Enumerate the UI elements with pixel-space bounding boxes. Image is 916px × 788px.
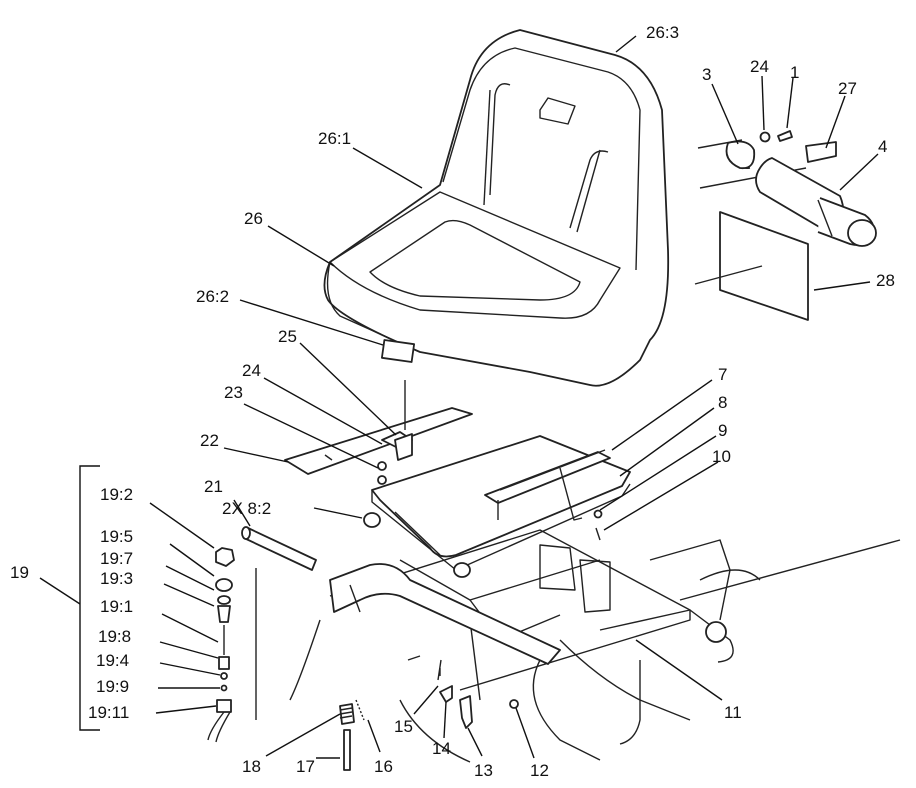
callout-26: 26 — [244, 209, 263, 228]
seat-cushion — [329, 191, 621, 319]
pin-16 — [355, 699, 365, 721]
decal-27 — [805, 141, 837, 163]
seat-backrest — [323, 29, 670, 387]
callout-24-mid: 24 — [242, 361, 261, 380]
callout-21: 21 — [204, 477, 223, 496]
callout-24-top: 24 — [750, 57, 769, 76]
callout-19-5: 19:5 — [100, 527, 133, 546]
decal-28 — [719, 211, 809, 321]
callout-16: 16 — [374, 757, 393, 776]
screw-1 — [777, 130, 793, 142]
callout-17: 17 — [296, 757, 315, 776]
washer-24 — [759, 131, 771, 143]
callout-3: 3 — [702, 65, 711, 84]
callout-13: 13 — [474, 761, 493, 780]
seat-assembly — [323, 29, 670, 387]
lower-hardware — [339, 655, 519, 771]
callout-1: 1 — [790, 63, 799, 82]
bolt-14 — [439, 685, 453, 703]
callout-2x-8-2: 2X 8:2 — [222, 499, 271, 518]
callout-9: 9 — [718, 421, 727, 440]
bushing-8-2 — [363, 512, 381, 528]
callout-15: 15 — [394, 717, 413, 736]
callout-8: 8 — [718, 393, 727, 412]
rod-21 — [243, 527, 317, 571]
callout-12: 12 — [530, 761, 549, 780]
callout-19-7: 19:7 — [100, 549, 133, 568]
callout-4: 4 — [878, 137, 887, 156]
callout-labels: 26:3 3 24 1 27 4 26:1 26 28 26:2 25 24 2… — [10, 23, 895, 780]
callout-19-2: 19:2 — [100, 485, 133, 504]
pin-17 — [343, 729, 351, 771]
seat-switch-19 — [207, 547, 257, 743]
callout-19: 19 — [10, 563, 29, 582]
callout-19-4: 19:4 — [96, 651, 129, 670]
callout-19-11: 19:11 — [88, 703, 129, 722]
callout-26-2: 26:2 — [196, 287, 229, 306]
callout-28: 28 — [876, 271, 895, 290]
callout-26-3: 26:3 — [646, 23, 679, 42]
callout-25: 25 — [278, 327, 297, 346]
seat-plate-group — [284, 380, 631, 578]
callout-11: 11 — [724, 703, 742, 722]
callout-19-8: 19:8 — [98, 627, 131, 646]
callout-19-1: 19:1 — [100, 597, 133, 616]
manual-tube-group — [694, 130, 877, 321]
bolt-23 — [377, 461, 387, 471]
mount-plate-22 — [284, 407, 473, 475]
leader-lines — [149, 35, 879, 759]
callout-14: 14 — [432, 739, 451, 758]
nut-12 — [509, 699, 519, 709]
callout-27: 27 — [838, 79, 857, 98]
callout-26-1: 26:1 — [318, 129, 351, 148]
callout-18: 18 — [242, 757, 261, 776]
frame-11 — [289, 529, 901, 763]
seat-tab — [380, 339, 416, 363]
callout-23: 23 — [224, 383, 243, 402]
bracket-13 — [459, 695, 473, 729]
callout-19-3: 19:3 — [100, 569, 133, 588]
callout-22: 22 — [200, 431, 219, 450]
callout-10: 10 — [712, 447, 731, 466]
bracket-19 — [79, 465, 100, 731]
callout-19-9: 19:9 — [96, 677, 129, 696]
callout-7: 7 — [718, 365, 727, 384]
clamp-3 — [725, 140, 756, 170]
